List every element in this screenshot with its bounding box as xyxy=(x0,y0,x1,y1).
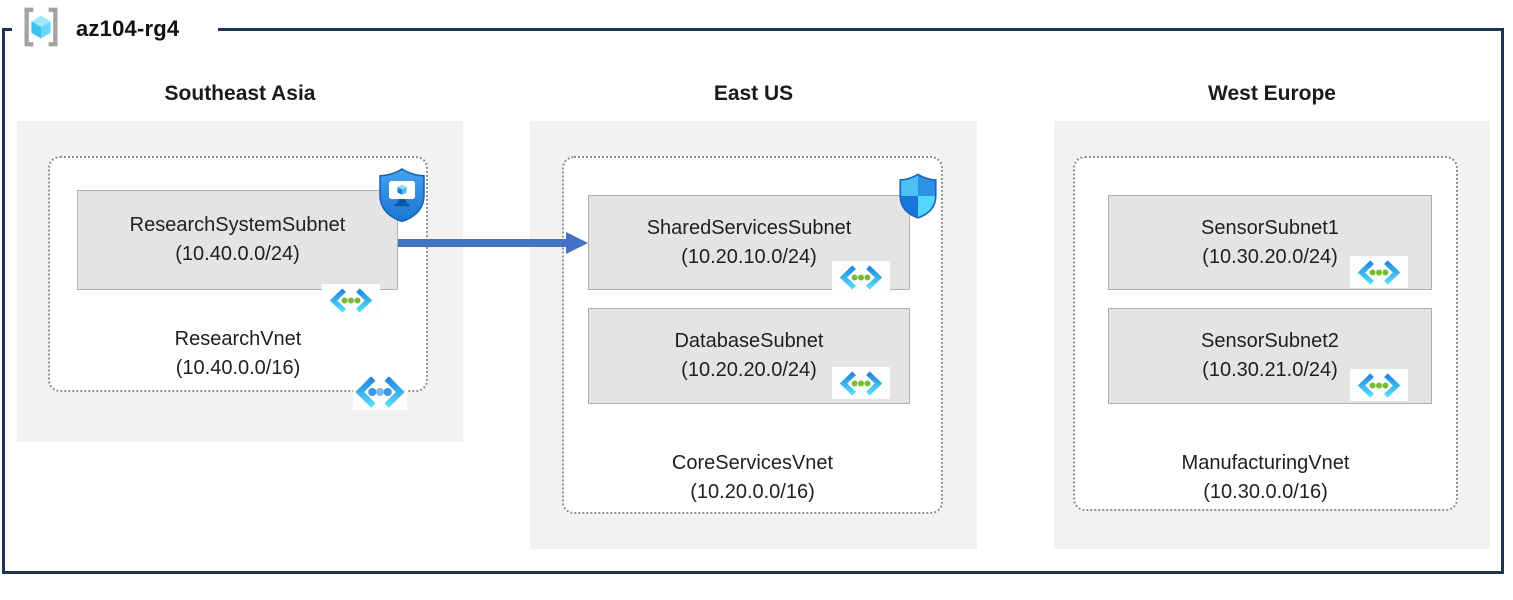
vnet-cidr: (10.40.0.0/16) xyxy=(175,357,301,379)
virtual-network-icon xyxy=(353,374,407,410)
subnet-icon xyxy=(1350,256,1408,288)
vnet-name: ResearchVnet xyxy=(174,328,302,350)
subnet-cidr: (10.20.20.0/24) xyxy=(681,359,817,381)
resource-group-legend: az104-rg4 xyxy=(12,6,218,52)
subnet-name: SharedServicesSubnet xyxy=(646,216,852,239)
subnet-box-researchsystemsubnet: ResearchSystemSubnet (10.40.0.0/24) xyxy=(77,190,398,290)
subnet-icon xyxy=(322,284,380,316)
subnet-icon xyxy=(1350,369,1408,401)
subnet-icon xyxy=(832,261,890,293)
resource-group-title: az104-rg4 xyxy=(76,16,180,41)
subnet-cidr: (10.30.21.0/24) xyxy=(1202,359,1338,381)
vnet-label-researchvnet: ResearchVnet (10.40.0.0/16) xyxy=(48,325,428,383)
resource-group-frame xyxy=(2,28,1504,574)
resource-group-icon xyxy=(19,5,63,54)
vnet-label-manufacturingvnet: ManufacturingVnet (10.30.0.0/16) xyxy=(1073,449,1458,507)
region-title-southeast-asia: Southeast Asia xyxy=(164,82,316,105)
vnet-label-coreservicesvnet: CoreServicesVnet (10.20.0.0/16) xyxy=(562,449,943,507)
shield-monitor-icon xyxy=(378,167,426,223)
vnet-cidr: (10.20.0.0/16) xyxy=(690,481,815,503)
peering-arrow xyxy=(398,230,588,256)
region-title-west-europe: West Europe xyxy=(1208,82,1336,105)
subnet-name: SensorSubnet1 xyxy=(1201,216,1339,239)
subnet-cidr: (10.30.20.0/24) xyxy=(1202,245,1338,268)
subnet-name: ResearchSystemSubnet xyxy=(129,214,346,236)
subnet-name: SensorSubnet2 xyxy=(1201,330,1339,352)
vnet-cidr: (10.30.0.0/16) xyxy=(1203,481,1328,503)
vnet-name: ManufacturingVnet xyxy=(1181,452,1350,474)
nsg-shield-icon xyxy=(899,173,937,219)
region-title-east-us: East US xyxy=(713,82,794,105)
subnet-cidr: (10.20.10.0/24) xyxy=(681,245,817,268)
subnet-name: DatabaseSubnet xyxy=(674,330,824,352)
subnet-cidr: (10.40.0.0/24) xyxy=(175,243,300,265)
vnet-name: CoreServicesVnet xyxy=(671,452,834,474)
subnet-icon xyxy=(832,367,890,399)
